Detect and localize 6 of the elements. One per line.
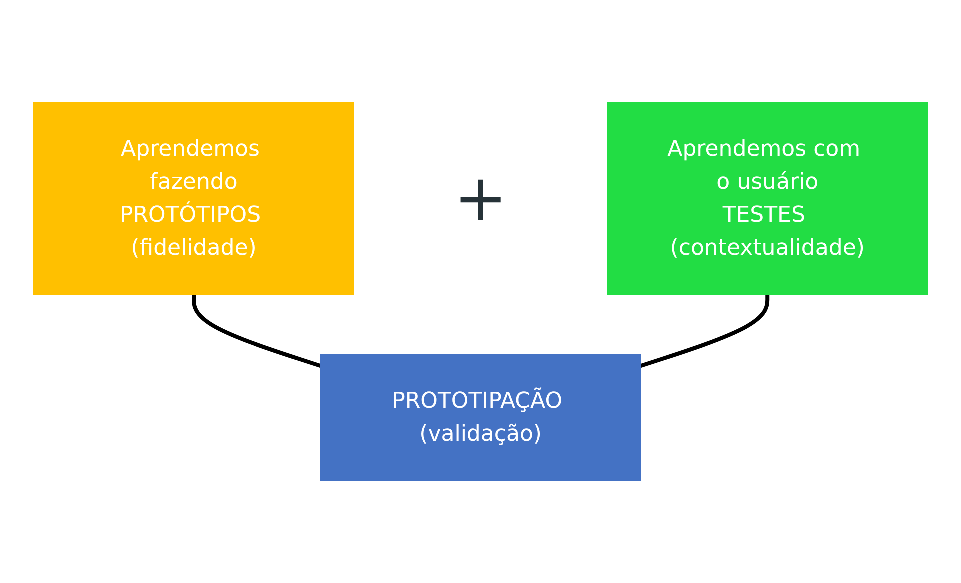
node-box: Aprendemos com o usuário TESTES (contextualidade)	[606, 102, 928, 295]
node-box: PROTOTIPAÇÃO (validação)	[320, 354, 641, 481]
node-box: Aprendemos fazendo PROTÓTIPOS (fidelidade)	[33, 102, 354, 295]
connector	[192, 294, 322, 368]
connector	[640, 294, 770, 368]
node-text: +	[454, 162, 508, 236]
